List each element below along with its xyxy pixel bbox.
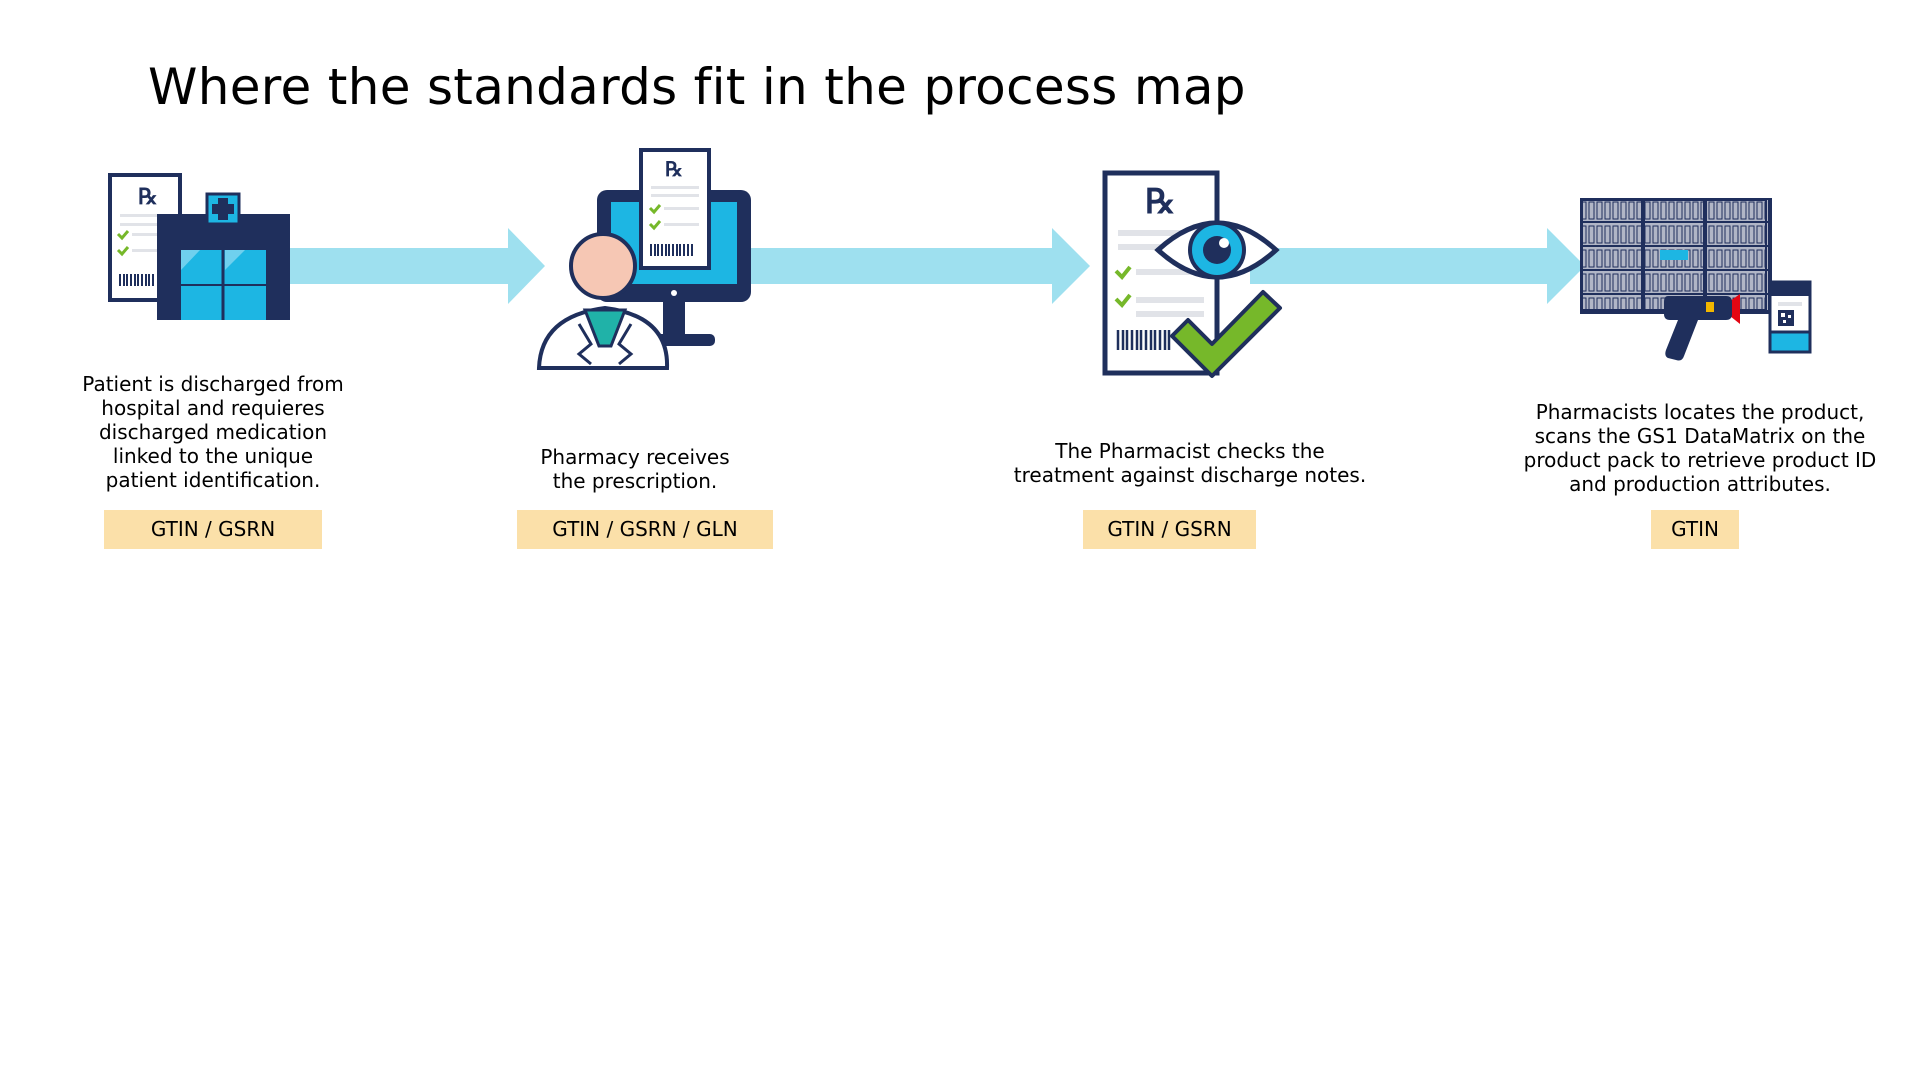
svg-text:℞: ℞ <box>665 157 683 181</box>
page-title: Where the standards fit in the process m… <box>148 58 1246 116</box>
flow-arrow-1 <box>290 228 545 304</box>
pharmacist-computer-prescription-icon: ℞ <box>536 148 751 370</box>
svg-text:℞: ℞ <box>138 184 158 210</box>
step-1-standards-tag: GTIN / GSRN <box>104 510 322 549</box>
hospital-prescription-icon: ℞ <box>108 173 290 320</box>
flow-arrow-2 <box>745 228 1090 304</box>
svg-text:℞: ℞ <box>1145 182 1175 222</box>
flow-arrow-3 <box>1250 228 1585 304</box>
shelves-scanner-icon <box>1580 198 1812 361</box>
step-3-standards-tag: GTIN / GSRN <box>1083 510 1256 549</box>
step-4-standards-tag: GTIN <box>1651 510 1739 549</box>
step-2-description: Pharmacy receives the prescription. <box>540 445 730 493</box>
step-1-description: Patient is discharged from hospital and … <box>82 372 344 492</box>
step-4-description: Pharmacists locates the product, scans t… <box>1523 400 1877 496</box>
step-3-description: The Pharmacist checks the treatment agai… <box>1013 439 1367 487</box>
step-2-standards-tag: GTIN / GSRN / GLN <box>517 510 773 549</box>
prescription-eye-check-icon: ℞ <box>1102 170 1282 378</box>
